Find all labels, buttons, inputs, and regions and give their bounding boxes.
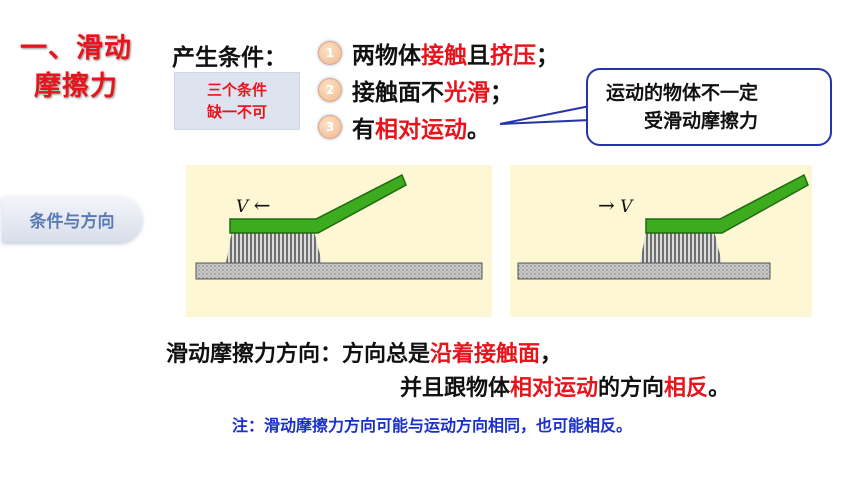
dir1-text-a: 滑动摩擦力方向：方向总是 (166, 342, 431, 367)
cond2-punct: ； (490, 80, 513, 106)
cond1-text-b: 且 (467, 43, 490, 69)
cond1-punct: ； (536, 43, 559, 69)
cond3-text-a: 有 (352, 117, 375, 143)
velocity-v-left: V (236, 197, 249, 217)
bristles-right (640, 231, 722, 263)
dir2-emph-relative-motion: 相对运动 (510, 376, 599, 401)
number-badge-2: 2 (318, 78, 342, 102)
velocity-v-right: V (620, 197, 633, 217)
right-arrow-icon: → (598, 193, 615, 217)
cond2-emph-smooth: 光滑 (444, 80, 490, 106)
cond3-emph-relative-motion: 相对运动 (375, 117, 467, 143)
direction-line-1: 滑动摩擦力方向：方向总是沿着接触面， (166, 336, 562, 368)
brush-diagram-left (195, 173, 483, 280)
number-badge-1: 1 (318, 41, 342, 65)
number-badge-3: 3 (318, 115, 342, 139)
diagram-left-motion: V ← (186, 165, 492, 317)
cond1-emph-contact: 接触 (421, 43, 467, 69)
section-title: 一、滑动 摩擦力 (6, 30, 146, 106)
box-line2: 缺一不可 (206, 103, 267, 121)
diagram-right-motion: → V (510, 165, 812, 317)
cond3-punct: 。 (467, 117, 490, 143)
ground-surface (195, 262, 483, 280)
cond1-text-a: 两物体 (352, 43, 421, 69)
callout-line2: 受滑动摩擦力 (644, 110, 759, 132)
brush-diagram-right (517, 173, 809, 280)
dir1-emph-along-surface: 沿着接触面 (430, 342, 541, 367)
cond2-text-a: 接触面不 (352, 80, 444, 106)
dir2-text-a: 并且跟物体 (400, 376, 511, 401)
condition-item-2: 2 接触面不光滑； (318, 73, 513, 107)
velocity-label-left: V ← (236, 193, 270, 217)
section-title-line1: 一、滑动 (20, 33, 132, 64)
conditions-label: 产生条件： (172, 45, 287, 71)
brush-handle (229, 173, 407, 234)
three-conditions-box: 三个条件 缺一不可 (174, 72, 300, 130)
direction-line-2: 并且跟物体相对运动的方向相反。 (400, 370, 730, 402)
box-line1: 三个条件 (206, 81, 267, 99)
dir2-text-b: 的方向 (598, 376, 665, 401)
left-arrow-icon: ← (253, 193, 271, 217)
ground-surface-right (517, 262, 771, 280)
callout-line1: 运动的物体不一定 (606, 82, 759, 104)
conditions-direction-tag: 条件与方向 (2, 196, 142, 242)
callout-pointer (499, 104, 591, 125)
condition-item-3: 3 有相对运动。 (318, 110, 490, 144)
bristles (226, 231, 322, 263)
dir2-punct: 。 (708, 376, 731, 401)
note-text: 注：滑动摩擦力方向可能与运动方向相同，也可能相反。 (232, 416, 633, 435)
velocity-label-right: → V (598, 193, 632, 217)
dir1-punct: ， (540, 342, 563, 367)
cond1-emph-press: 挤压 (490, 43, 536, 69)
section-title-line2: 摩擦力 (34, 71, 118, 102)
dir2-emph-opposite: 相反 (664, 376, 709, 401)
condition-item-1: 1 两物体接触且挤压； (318, 36, 559, 70)
callout-bubble: 运动的物体不一定 受滑动摩擦力 (586, 68, 832, 146)
brush-handle-right (645, 173, 809, 234)
